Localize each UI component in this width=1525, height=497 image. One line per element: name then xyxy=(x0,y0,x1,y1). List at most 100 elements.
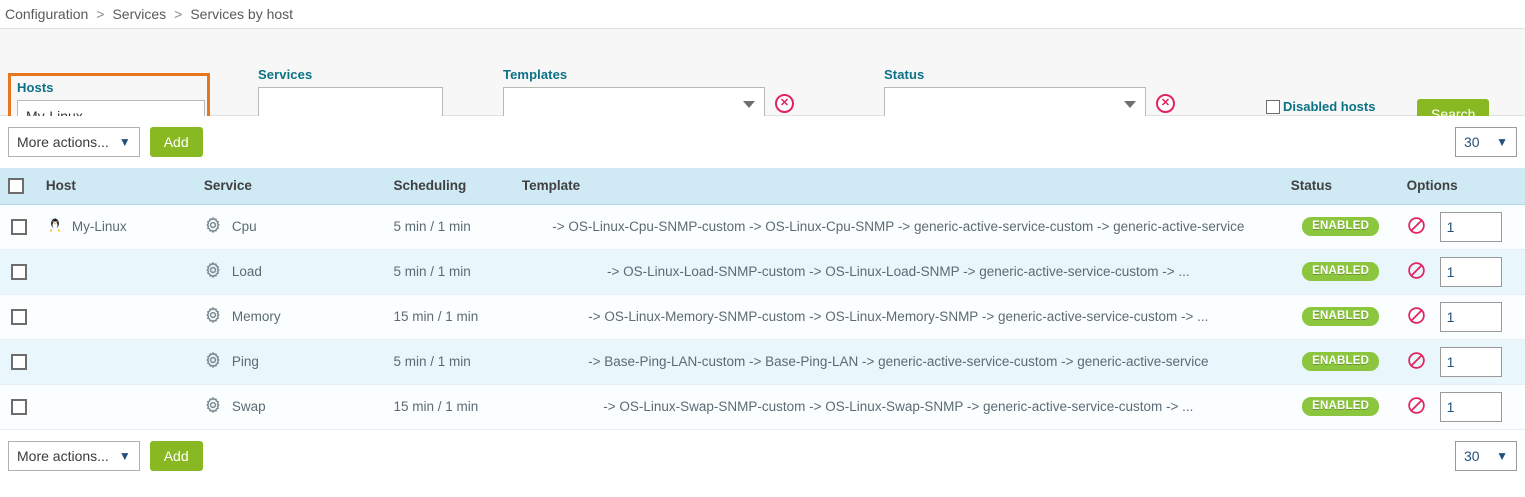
row-select-cell xyxy=(0,339,38,385)
services-table: Host Service Scheduling Template Status … xyxy=(0,168,1525,430)
host-cell xyxy=(37,384,196,430)
status-select[interactable] xyxy=(884,87,1146,119)
breadcrumb-item-configuration[interactable]: Configuration xyxy=(5,6,89,22)
disable-ban-icon[interactable] xyxy=(1407,261,1426,283)
status-badge: ENABLED xyxy=(1302,262,1380,281)
quantity-input[interactable] xyxy=(1439,346,1502,377)
disabled-hosts-checkbox[interactable] xyxy=(1266,99,1280,114)
gear-icon xyxy=(204,396,222,417)
disabled-hosts-checkbox-group[interactable]: Disabled hosts xyxy=(1266,99,1375,114)
page-size-value: 30 xyxy=(1464,447,1480,464)
service-name[interactable]: Swap xyxy=(231,399,266,414)
templates-select[interactable] xyxy=(503,87,765,119)
table-row: My-Linux Cpu 5 min / 1 min-> OS-Linux-Cpu-… xyxy=(0,204,1525,250)
options-cell xyxy=(1398,384,1525,430)
row-select-cell xyxy=(0,249,38,295)
column-header-status[interactable]: Status xyxy=(1282,168,1399,205)
scheduling-cell: 15 min / 1 min xyxy=(385,384,514,430)
host-cell: My-Linux xyxy=(37,204,196,250)
service-cell: Swap xyxy=(195,384,386,430)
gear-icon xyxy=(204,216,222,237)
column-header-scheduling[interactable]: Scheduling xyxy=(385,168,514,205)
quantity-input[interactable] xyxy=(1439,256,1502,287)
filter-bar: Hosts Services Templates ✕ Status xyxy=(0,28,1525,141)
status-cell: ENABLED xyxy=(1282,249,1399,295)
status-cell: ENABLED xyxy=(1282,294,1399,340)
disable-ban-icon[interactable] xyxy=(1407,216,1426,238)
template-cell: -> Base-Ping-LAN-custom -> Base-Ping-LAN… xyxy=(513,339,1283,385)
quantity-input[interactable] xyxy=(1439,301,1502,332)
clear-circle-icon[interactable]: ✕ xyxy=(775,93,794,113)
services-filter-label: Services xyxy=(258,67,313,82)
column-header-options[interactable]: Options xyxy=(1398,168,1525,205)
host-cell xyxy=(37,294,196,340)
clear-circle-icon[interactable]: ✕ xyxy=(1156,93,1175,113)
row-checkbox[interactable] xyxy=(10,398,27,415)
row-select-cell xyxy=(0,294,38,340)
options-cell xyxy=(1398,294,1525,340)
disable-ban-icon[interactable] xyxy=(1407,351,1426,373)
bottom-action-bar: More actions... ▼ Add 30 ▼ xyxy=(0,429,1525,482)
status-badge: ENABLED xyxy=(1302,307,1380,326)
select-all-checkbox[interactable] xyxy=(8,177,24,194)
disable-ban-icon[interactable] xyxy=(1407,396,1426,418)
services-input[interactable] xyxy=(258,87,443,119)
gear-icon xyxy=(204,306,222,327)
page-size-dropdown-top[interactable]: 30 ▼ xyxy=(1455,127,1517,157)
scheduling-cell: 5 min / 1 min xyxy=(385,249,514,295)
quantity-input[interactable] xyxy=(1439,211,1502,242)
host-cell xyxy=(37,249,196,295)
row-checkbox[interactable] xyxy=(10,263,27,280)
row-checkbox[interactable] xyxy=(10,353,27,370)
host-name[interactable]: My-Linux xyxy=(71,219,127,234)
quantity-input[interactable] xyxy=(1439,391,1502,422)
column-header-service[interactable]: Service xyxy=(195,168,386,205)
page-size-dropdown-bottom[interactable]: 30 ▼ xyxy=(1455,440,1517,471)
status-badge: ENABLED xyxy=(1302,397,1380,416)
template-cell: -> OS-Linux-Swap-SNMP-custom -> OS-Linux… xyxy=(513,384,1283,430)
service-name[interactable]: Cpu xyxy=(231,219,257,234)
scheduling-cell: 5 min / 1 min xyxy=(385,204,514,250)
status-cell: ENABLED xyxy=(1282,204,1399,250)
gear-icon xyxy=(204,351,222,372)
add-button-bottom[interactable]: Add xyxy=(149,440,203,471)
row-select-cell xyxy=(0,204,38,250)
service-name[interactable]: Memory xyxy=(231,309,281,324)
templates-filter-label: Templates xyxy=(503,67,568,82)
more-actions-label: More actions... xyxy=(17,134,109,150)
services-filter-group: Services xyxy=(258,67,443,119)
host-cell xyxy=(37,339,196,385)
service-cell: Ping xyxy=(195,339,386,385)
more-actions-dropdown-bottom[interactable]: More actions... ▼ xyxy=(8,440,140,471)
column-header-host[interactable]: Host xyxy=(37,168,196,205)
more-actions-dropdown-top[interactable]: More actions... ▼ xyxy=(8,127,140,157)
add-button-top[interactable]: Add xyxy=(149,127,203,157)
breadcrumb: Configuration > Services > Services by h… xyxy=(0,0,1525,28)
row-checkbox[interactable] xyxy=(10,308,27,325)
breadcrumb-item-services[interactable]: Services xyxy=(112,6,167,22)
status-filter-group: Status ✕ xyxy=(884,67,1175,119)
table-row: Swap 15 min / 1 min-> OS-Linux-Swap-SNMP-… xyxy=(0,384,1525,430)
row-checkbox[interactable] xyxy=(10,218,27,235)
service-cell: Cpu xyxy=(195,204,386,250)
service-name[interactable]: Load xyxy=(231,264,262,279)
chevron-down-icon: ▼ xyxy=(118,448,131,463)
service-name[interactable]: Ping xyxy=(231,354,259,369)
options-cell xyxy=(1398,339,1525,385)
more-actions-label: More actions... xyxy=(17,447,109,464)
disable-ban-icon[interactable] xyxy=(1407,306,1426,328)
status-cell: ENABLED xyxy=(1282,384,1399,430)
service-cell: Memory xyxy=(195,294,386,340)
template-cell: -> OS-Linux-Cpu-SNMP-custom -> OS-Linux-… xyxy=(513,204,1283,250)
hosts-filter-label: Hosts xyxy=(17,80,54,95)
linux-penguin-icon xyxy=(46,216,64,237)
chevron-down-icon: ▼ xyxy=(1496,448,1508,463)
template-cell: -> OS-Linux-Memory-SNMP-custom -> OS-Lin… xyxy=(513,294,1283,340)
column-header-template[interactable]: Template xyxy=(513,168,1283,205)
breadcrumb-item-services-by-host[interactable]: Services by host xyxy=(190,6,294,22)
page-size-value: 30 xyxy=(1464,134,1480,150)
status-badge: ENABLED xyxy=(1302,352,1380,371)
